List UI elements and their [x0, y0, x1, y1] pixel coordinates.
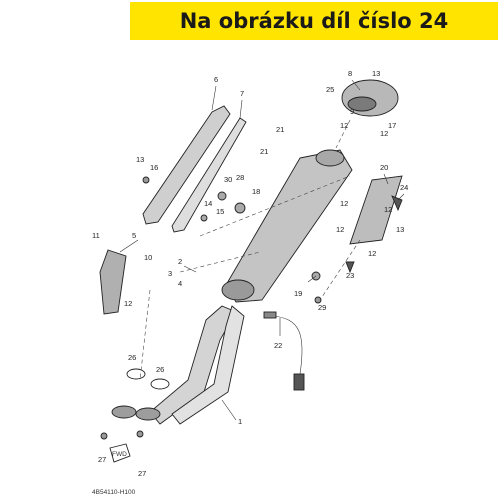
callout-12d: 12 — [340, 199, 348, 208]
heat-shield-7 — [171, 117, 247, 233]
flange-left — [111, 405, 137, 419]
washer-14 — [200, 214, 208, 222]
bolt-16 — [142, 176, 150, 184]
bolt-29 — [314, 296, 322, 304]
callout-22: 22 — [274, 341, 282, 350]
callout-8: 8 — [348, 69, 352, 78]
clamp-23 — [345, 261, 355, 274]
callout-7: 7 — [240, 89, 244, 98]
callout-12b: 12 — [340, 121, 348, 130]
o2-sensor-connector — [293, 373, 305, 391]
callout-27b: 27 — [138, 469, 146, 478]
banner-text: Na obrázku díl číslo 24 — [179, 9, 449, 33]
callout-12g: 12 — [384, 205, 392, 214]
callout-26b: 26 — [156, 365, 164, 374]
callout-21b: 21 — [260, 147, 268, 156]
gasket-26b — [150, 378, 170, 390]
callout-9: 9 — [350, 107, 354, 116]
callout-24: 24 — [400, 183, 408, 192]
callout-28: 28 — [236, 173, 244, 182]
washer-30 — [217, 191, 227, 201]
callout-19: 19 — [294, 289, 302, 298]
end-cap-ring — [347, 96, 377, 112]
callout-30: 30 — [224, 175, 232, 184]
gasket-26a — [126, 368, 146, 380]
callout-12e: 12 — [336, 225, 344, 234]
callout-1: 1 — [238, 417, 242, 426]
callout-4: 4 — [178, 279, 182, 288]
callout-17: 17 — [388, 121, 396, 130]
exhaust-pipe-1b — [171, 305, 245, 425]
clip-24 — [391, 195, 403, 212]
callout-11: 11 — [92, 231, 100, 240]
nut-27a — [100, 432, 108, 440]
callout-15: 15 — [216, 207, 224, 216]
callout-20: 20 — [380, 163, 388, 172]
callout-23: 23 — [346, 271, 354, 280]
callout-13b: 13 — [372, 69, 380, 78]
callout-12f: 12 — [368, 249, 376, 258]
grommet-28 — [234, 202, 246, 214]
callout-10: 10 — [144, 253, 152, 262]
bracket-20 — [349, 175, 403, 245]
diagram-code: 4B54110-H100 — [92, 489, 136, 496]
heat-shield-6 — [142, 105, 231, 225]
nut-27b — [136, 430, 144, 438]
callout-12a: 12 — [124, 299, 132, 308]
muffler-body — [225, 149, 353, 303]
flange-right — [135, 407, 161, 421]
callout-13a: 13 — [136, 155, 144, 164]
callout-18: 18 — [252, 187, 260, 196]
part-number-banner: Na obrázku díl číslo 24 — [130, 2, 498, 40]
muffler-outlet — [315, 149, 345, 167]
callout-14: 14 — [204, 199, 212, 208]
callout-21a: 21 — [276, 125, 284, 134]
callout-2: 2 — [178, 257, 182, 266]
protector-5 — [99, 249, 127, 315]
callout-13c: 13 — [396, 225, 404, 234]
callout-6: 6 — [214, 75, 218, 84]
callout-25: 25 — [326, 85, 334, 94]
callout-3: 3 — [168, 269, 172, 278]
callout-26a: 26 — [128, 353, 136, 362]
fwd-arrow — [109, 443, 131, 463]
muffler-inlet — [221, 279, 255, 301]
callout-27a: 27 — [98, 455, 106, 464]
callout-29: 29 — [318, 303, 326, 312]
callout-16: 16 — [150, 163, 158, 172]
callout-12c: 12 — [380, 129, 388, 138]
o2-sensor-body — [263, 311, 277, 319]
callout-5: 5 — [132, 231, 136, 240]
fwd-label: FWD — [112, 451, 127, 458]
o2-sensor-cable — [271, 315, 303, 375]
